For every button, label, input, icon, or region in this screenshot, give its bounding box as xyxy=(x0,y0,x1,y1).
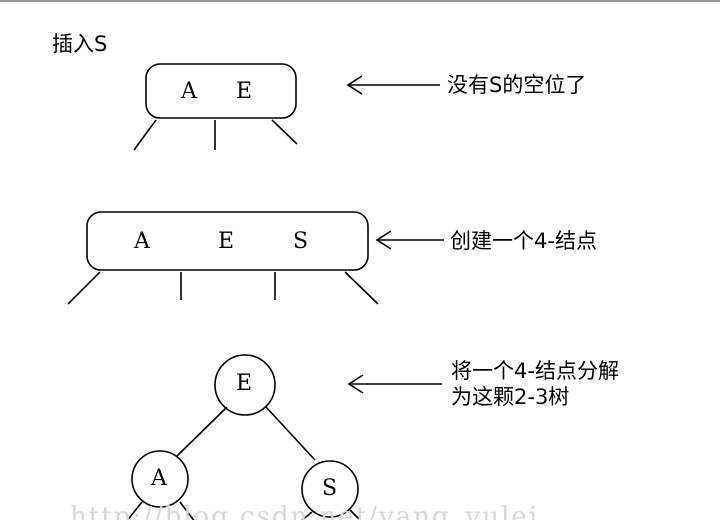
step2-key-a: A xyxy=(134,229,150,254)
step3-annotation-line1: 将一个4-结点分解 xyxy=(451,359,619,383)
step1-arrow xyxy=(346,75,440,95)
step2-link-1 xyxy=(67,271,101,305)
step1-node xyxy=(133,63,298,151)
left-key-a: A xyxy=(151,466,167,491)
edge-e-a xyxy=(175,406,228,458)
step2-key-s: S xyxy=(293,229,309,254)
step2-key-e: E xyxy=(218,229,235,254)
edge-e-s xyxy=(265,406,316,461)
step3-tree xyxy=(126,354,362,520)
step1-link-left xyxy=(133,119,157,151)
right-circle xyxy=(301,460,359,518)
step2-annotation: 创建一个4-结点 xyxy=(450,229,597,253)
step2-arrow xyxy=(375,230,444,250)
step1-link-right xyxy=(271,119,298,145)
watermark: http://blog.csdn.net/yang_yulei xyxy=(70,502,540,520)
step1-annotation: 没有S的空位了 xyxy=(447,73,587,97)
root-circle xyxy=(214,354,276,416)
step3-arrow xyxy=(347,374,442,394)
page-title: 插入S xyxy=(52,32,108,56)
step1-key-e: E xyxy=(236,79,253,104)
step2-node xyxy=(67,211,379,305)
root-key-e: E xyxy=(236,371,253,396)
step2-link-4 xyxy=(344,271,379,305)
left-circle xyxy=(131,450,189,508)
step1-key-a: A xyxy=(181,79,197,104)
right-key-s: S xyxy=(322,476,338,501)
step3-annotation-line2: 为这颗2-3树 xyxy=(451,385,570,409)
